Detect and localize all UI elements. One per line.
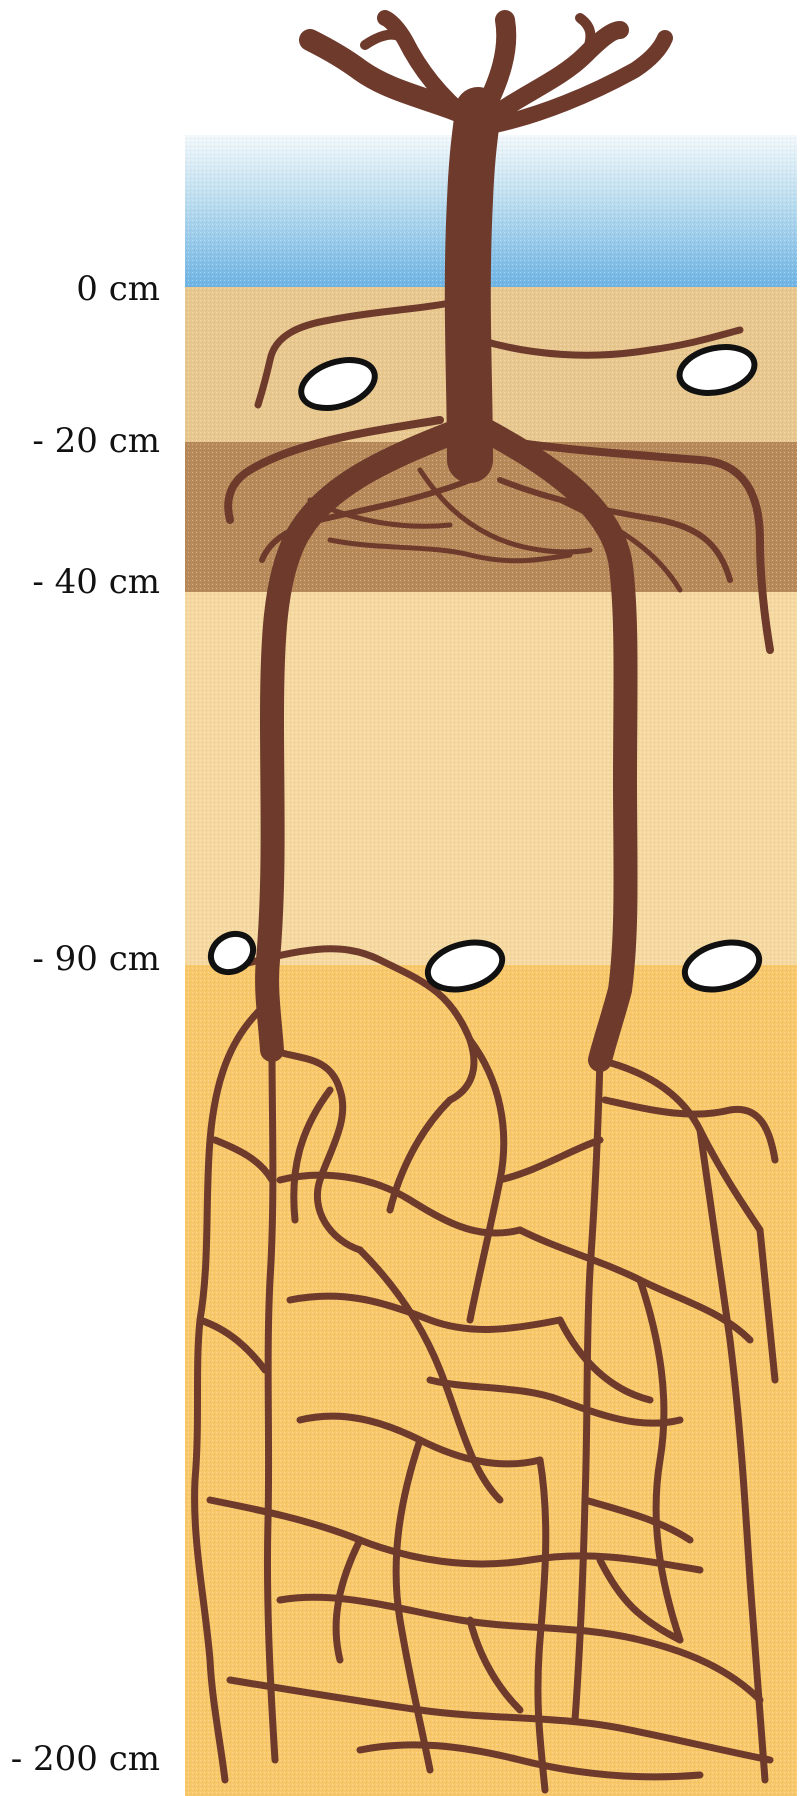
depth-label-40cm: - 40 cm: [32, 565, 160, 599]
depth-label-0cm: 0 cm: [76, 272, 160, 306]
depth-label-20cm: - 20 cm: [32, 424, 160, 458]
depth-label-90cm: - 90 cm: [32, 942, 160, 976]
depth-label-200cm: - 200 cm: [11, 1742, 160, 1776]
